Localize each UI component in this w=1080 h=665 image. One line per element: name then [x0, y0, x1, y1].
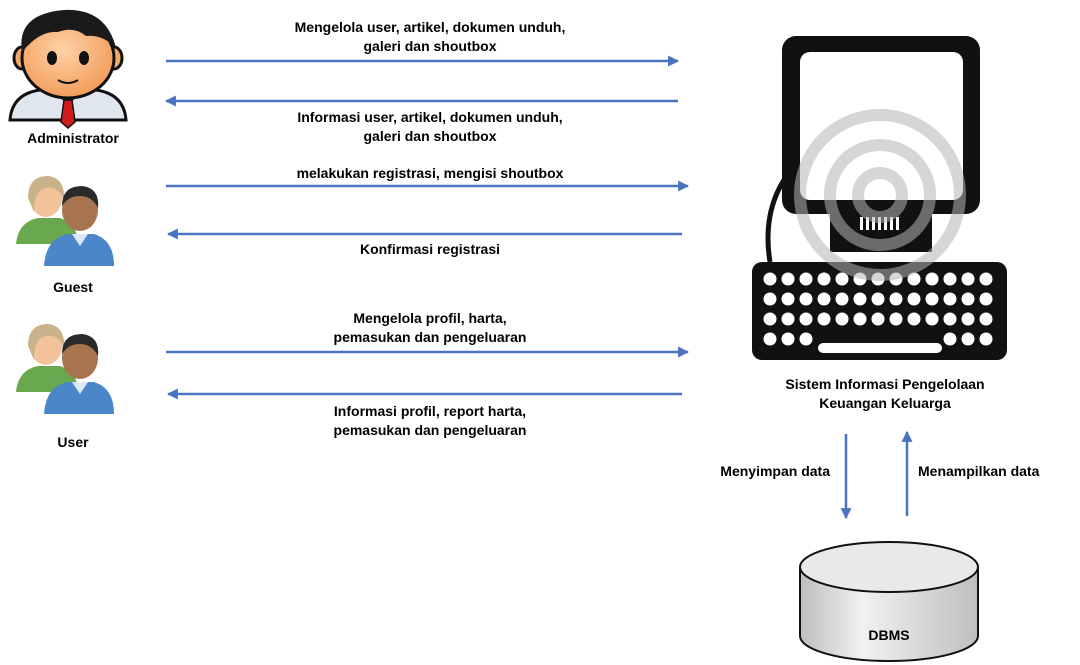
actor-administrator-label: Administrator — [27, 130, 119, 146]
keyboard-key — [835, 292, 849, 306]
keyboard-keys — [763, 272, 993, 346]
keyboard-key — [871, 292, 885, 306]
dbms-cylinder — [799, 541, 979, 662]
keyboard-key — [763, 292, 777, 306]
keyboard-key — [943, 272, 957, 286]
keyboard-key — [835, 312, 849, 326]
keyboard-key — [817, 272, 831, 286]
keyboard-key — [907, 272, 921, 286]
keyboard-key — [799, 292, 813, 306]
system-name-label: Sistem Informasi Pengelolaan Keuangan Ke… — [785, 376, 985, 411]
keyboard-key — [961, 312, 975, 326]
keyboard-key — [979, 332, 993, 346]
flow-system-to-guest-label: Konfirmasi registrasi — [359, 241, 501, 257]
keyboard-key — [799, 312, 813, 326]
keyboard-key — [925, 272, 939, 286]
keyboard-key — [853, 292, 867, 306]
flow-db-to-system-label: Menampilkan data — [918, 463, 1040, 479]
keyboard-key — [817, 292, 831, 306]
keyboard-key — [763, 312, 777, 326]
administrator-icon — [8, 9, 128, 129]
actor-guest-label: Guest — [53, 279, 93, 295]
flow-arrows — [164, 55, 913, 520]
keyboard-key — [781, 332, 795, 346]
keyboard-key — [781, 292, 795, 306]
keyboard-key — [817, 312, 831, 326]
keyboard-key — [979, 292, 993, 306]
actor-user-label: User — [57, 434, 89, 450]
keyboard-key — [799, 272, 813, 286]
keyboard-key — [907, 312, 921, 326]
keyboard-key — [961, 272, 975, 286]
keyboard-key — [781, 312, 795, 326]
keyboard-key — [835, 272, 849, 286]
keyboard-key — [907, 292, 921, 306]
keyboard-key — [943, 332, 957, 346]
computer-icon — [752, 36, 1007, 360]
flow-admin-to-system-label: Mengelola user, artikel, dokumen unduh, … — [294, 19, 566, 54]
keyboard-key — [889, 292, 903, 306]
keyboard-key — [925, 312, 939, 326]
flow-guest-to-system-label: melakukan registrasi, mengisi shoutbox — [296, 165, 564, 181]
keyboard-key — [799, 332, 813, 346]
keyboard-key — [961, 332, 975, 346]
keyboard-key — [763, 272, 777, 286]
guest-icon — [16, 176, 114, 266]
user-icon — [16, 324, 114, 414]
flow-system-to-user-label: Informasi profil, report harta, pemasuka… — [333, 403, 527, 438]
keyboard-key — [871, 312, 885, 326]
keyboard-key — [943, 312, 957, 326]
keyboard-key — [979, 312, 993, 326]
keyboard-key — [943, 292, 957, 306]
flow-user-to-system-label: Mengelola profil, harta, pemasukan dan p… — [333, 310, 527, 345]
keyboard-key — [961, 292, 975, 306]
flow-system-to-db-label: Menyimpan data — [720, 463, 830, 479]
keyboard-key — [925, 292, 939, 306]
keyboard-key — [889, 312, 903, 326]
keyboard-key — [781, 272, 795, 286]
flow-system-to-admin-label: Informasi user, artikel, dokumen unduh, … — [297, 109, 563, 144]
dbms-label: DBMS — [868, 627, 910, 643]
keyboard-key — [853, 312, 867, 326]
keyboard-key — [763, 332, 777, 346]
keyboard-key — [979, 272, 993, 286]
